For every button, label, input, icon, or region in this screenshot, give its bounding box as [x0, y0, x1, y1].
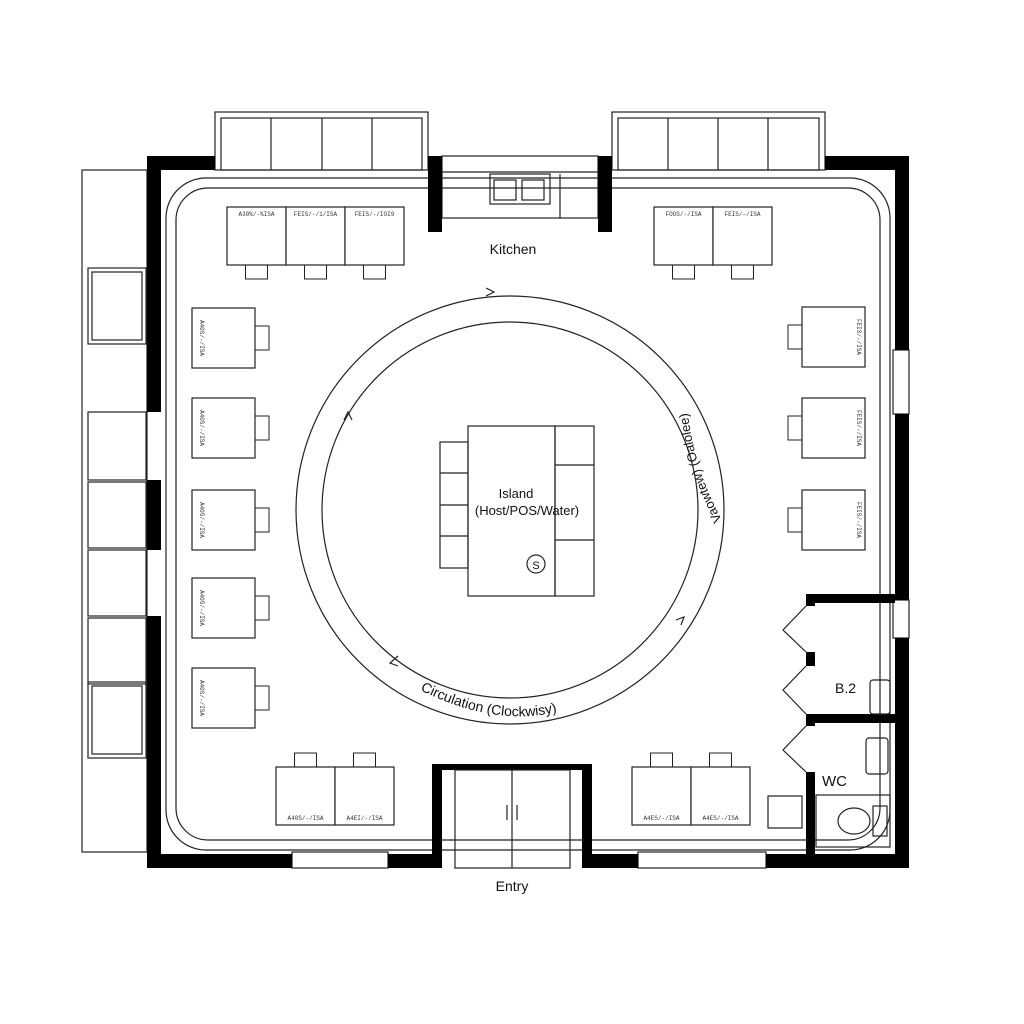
dining-table[interactable]: FEIS/-/ISA	[787, 306, 866, 368]
right-window-2	[892, 599, 910, 639]
circulation-label-right: Vaowtew) (Oalolee)	[676, 412, 725, 525]
chair	[245, 264, 268, 280]
table-label: A40S/-/ISA	[198, 320, 205, 356]
table-label: A40S/-/ISA	[198, 410, 205, 446]
dining-table[interactable]: FEIS/-/1/ISA	[285, 206, 346, 280]
island-sublabel: (Host/POS/Water)	[475, 503, 579, 518]
arrow-icon	[388, 655, 399, 667]
bathroom-folding-door-2[interactable]	[782, 665, 807, 715]
table-label: FEIS/-/ISA	[724, 211, 760, 218]
table-label: FEIS/-/ISA	[855, 319, 862, 355]
sink-2	[865, 737, 889, 775]
side-cabinet	[767, 795, 803, 829]
arrow-icon	[343, 410, 353, 421]
bottom-left-window	[291, 851, 389, 869]
island-symbol: S	[532, 560, 539, 572]
table-label: A40S/-/ISA	[198, 680, 205, 716]
circulation-ring-outer	[295, 295, 725, 725]
dining-table[interactable]: FOOS/-/ISA	[653, 206, 714, 280]
sink	[869, 679, 891, 715]
inner-perimeter	[165, 177, 891, 851]
chair	[787, 415, 803, 441]
entry-doors[interactable]	[454, 769, 571, 869]
circulation-ring-inner	[321, 321, 699, 699]
table-label: A4ES/-/ISA	[702, 815, 738, 822]
walls	[147, 156, 909, 868]
chair	[254, 685, 270, 711]
chair	[363, 264, 386, 280]
top-left-window	[214, 111, 429, 171]
pos-symbol-icon	[526, 554, 546, 574]
entry-label: Entry	[496, 878, 529, 894]
left-windows	[87, 267, 147, 759]
toilet-tank	[872, 805, 888, 837]
table-label: A30%/-%ISA	[238, 211, 274, 218]
island	[439, 425, 595, 597]
chair	[787, 324, 803, 350]
table-label: FEIS/-/ISA	[855, 502, 862, 538]
dining-table[interactable]: A40S/-/ISA	[191, 577, 270, 639]
inner-perimeter-2	[175, 187, 881, 841]
dining-table[interactable]: A40S/-/ISA	[191, 397, 270, 459]
arrow-icon	[675, 615, 686, 626]
wc-folding-door[interactable]	[782, 725, 807, 773]
chair	[254, 415, 270, 441]
bathroom-folding-door[interactable]	[782, 605, 807, 653]
chair	[254, 595, 270, 621]
table-label: FEIS/-/IOI9	[355, 211, 395, 218]
dining-table[interactable]: A40S/-/ISA	[191, 307, 270, 369]
table-label: FOOS/-/ISA	[665, 211, 701, 218]
table-label: FEIS/-/ISA	[855, 410, 862, 446]
right-window	[892, 349, 910, 415]
chair	[709, 752, 732, 768]
table-label: A40S/-/ISA	[198, 590, 205, 626]
table-label: FEIS/-/1/ISA	[294, 211, 338, 218]
kitchen-counter	[441, 155, 599, 219]
chair	[294, 752, 317, 768]
table-label: A40S/-/ISA	[287, 815, 323, 822]
chair	[304, 264, 327, 280]
chair	[787, 507, 803, 533]
dining-table[interactable]: A40S/-/ISA	[275, 752, 336, 826]
arrow-icon	[485, 287, 496, 297]
chair	[353, 752, 376, 768]
chair	[672, 264, 695, 280]
kitchen-label: Kitchen	[490, 241, 537, 257]
dining-table[interactable]: A4EI/-/ISA	[334, 752, 395, 826]
table-label: A40S/-/ISA	[198, 502, 205, 538]
dining-table[interactable]: FEIS/-/IOI9	[344, 206, 405, 280]
toilet-enclosure	[815, 794, 891, 848]
toilet	[837, 807, 871, 835]
dining-table[interactable]: FEIS/-/ISA	[712, 206, 773, 280]
dining-table[interactable]: A4ES/-/ISA	[690, 752, 751, 826]
chair	[650, 752, 673, 768]
wc-label: WC	[822, 773, 847, 790]
table-label: A4EI/-/ISA	[346, 815, 382, 822]
chair	[254, 325, 270, 351]
dining-table[interactable]: FEIS/-/ISA	[787, 489, 866, 551]
dining-table[interactable]: A30%/-%ISA	[226, 206, 287, 280]
dining-table[interactable]: FEIS/-/ISA	[787, 397, 866, 459]
chair	[731, 264, 754, 280]
bathroom-label: B.2	[835, 680, 856, 696]
dining-table[interactable]: A40S/-/ISA	[191, 489, 270, 551]
island-label: Island	[499, 486, 534, 501]
bottom-right-window	[637, 851, 767, 869]
dining-table[interactable]: A40S/-/ISA	[191, 667, 270, 729]
dining-table[interactable]: A4ES/-/ISA	[631, 752, 692, 826]
table-label: A4ES/-/ISA	[643, 815, 679, 822]
top-right-window	[611, 111, 826, 171]
chair	[254, 507, 270, 533]
